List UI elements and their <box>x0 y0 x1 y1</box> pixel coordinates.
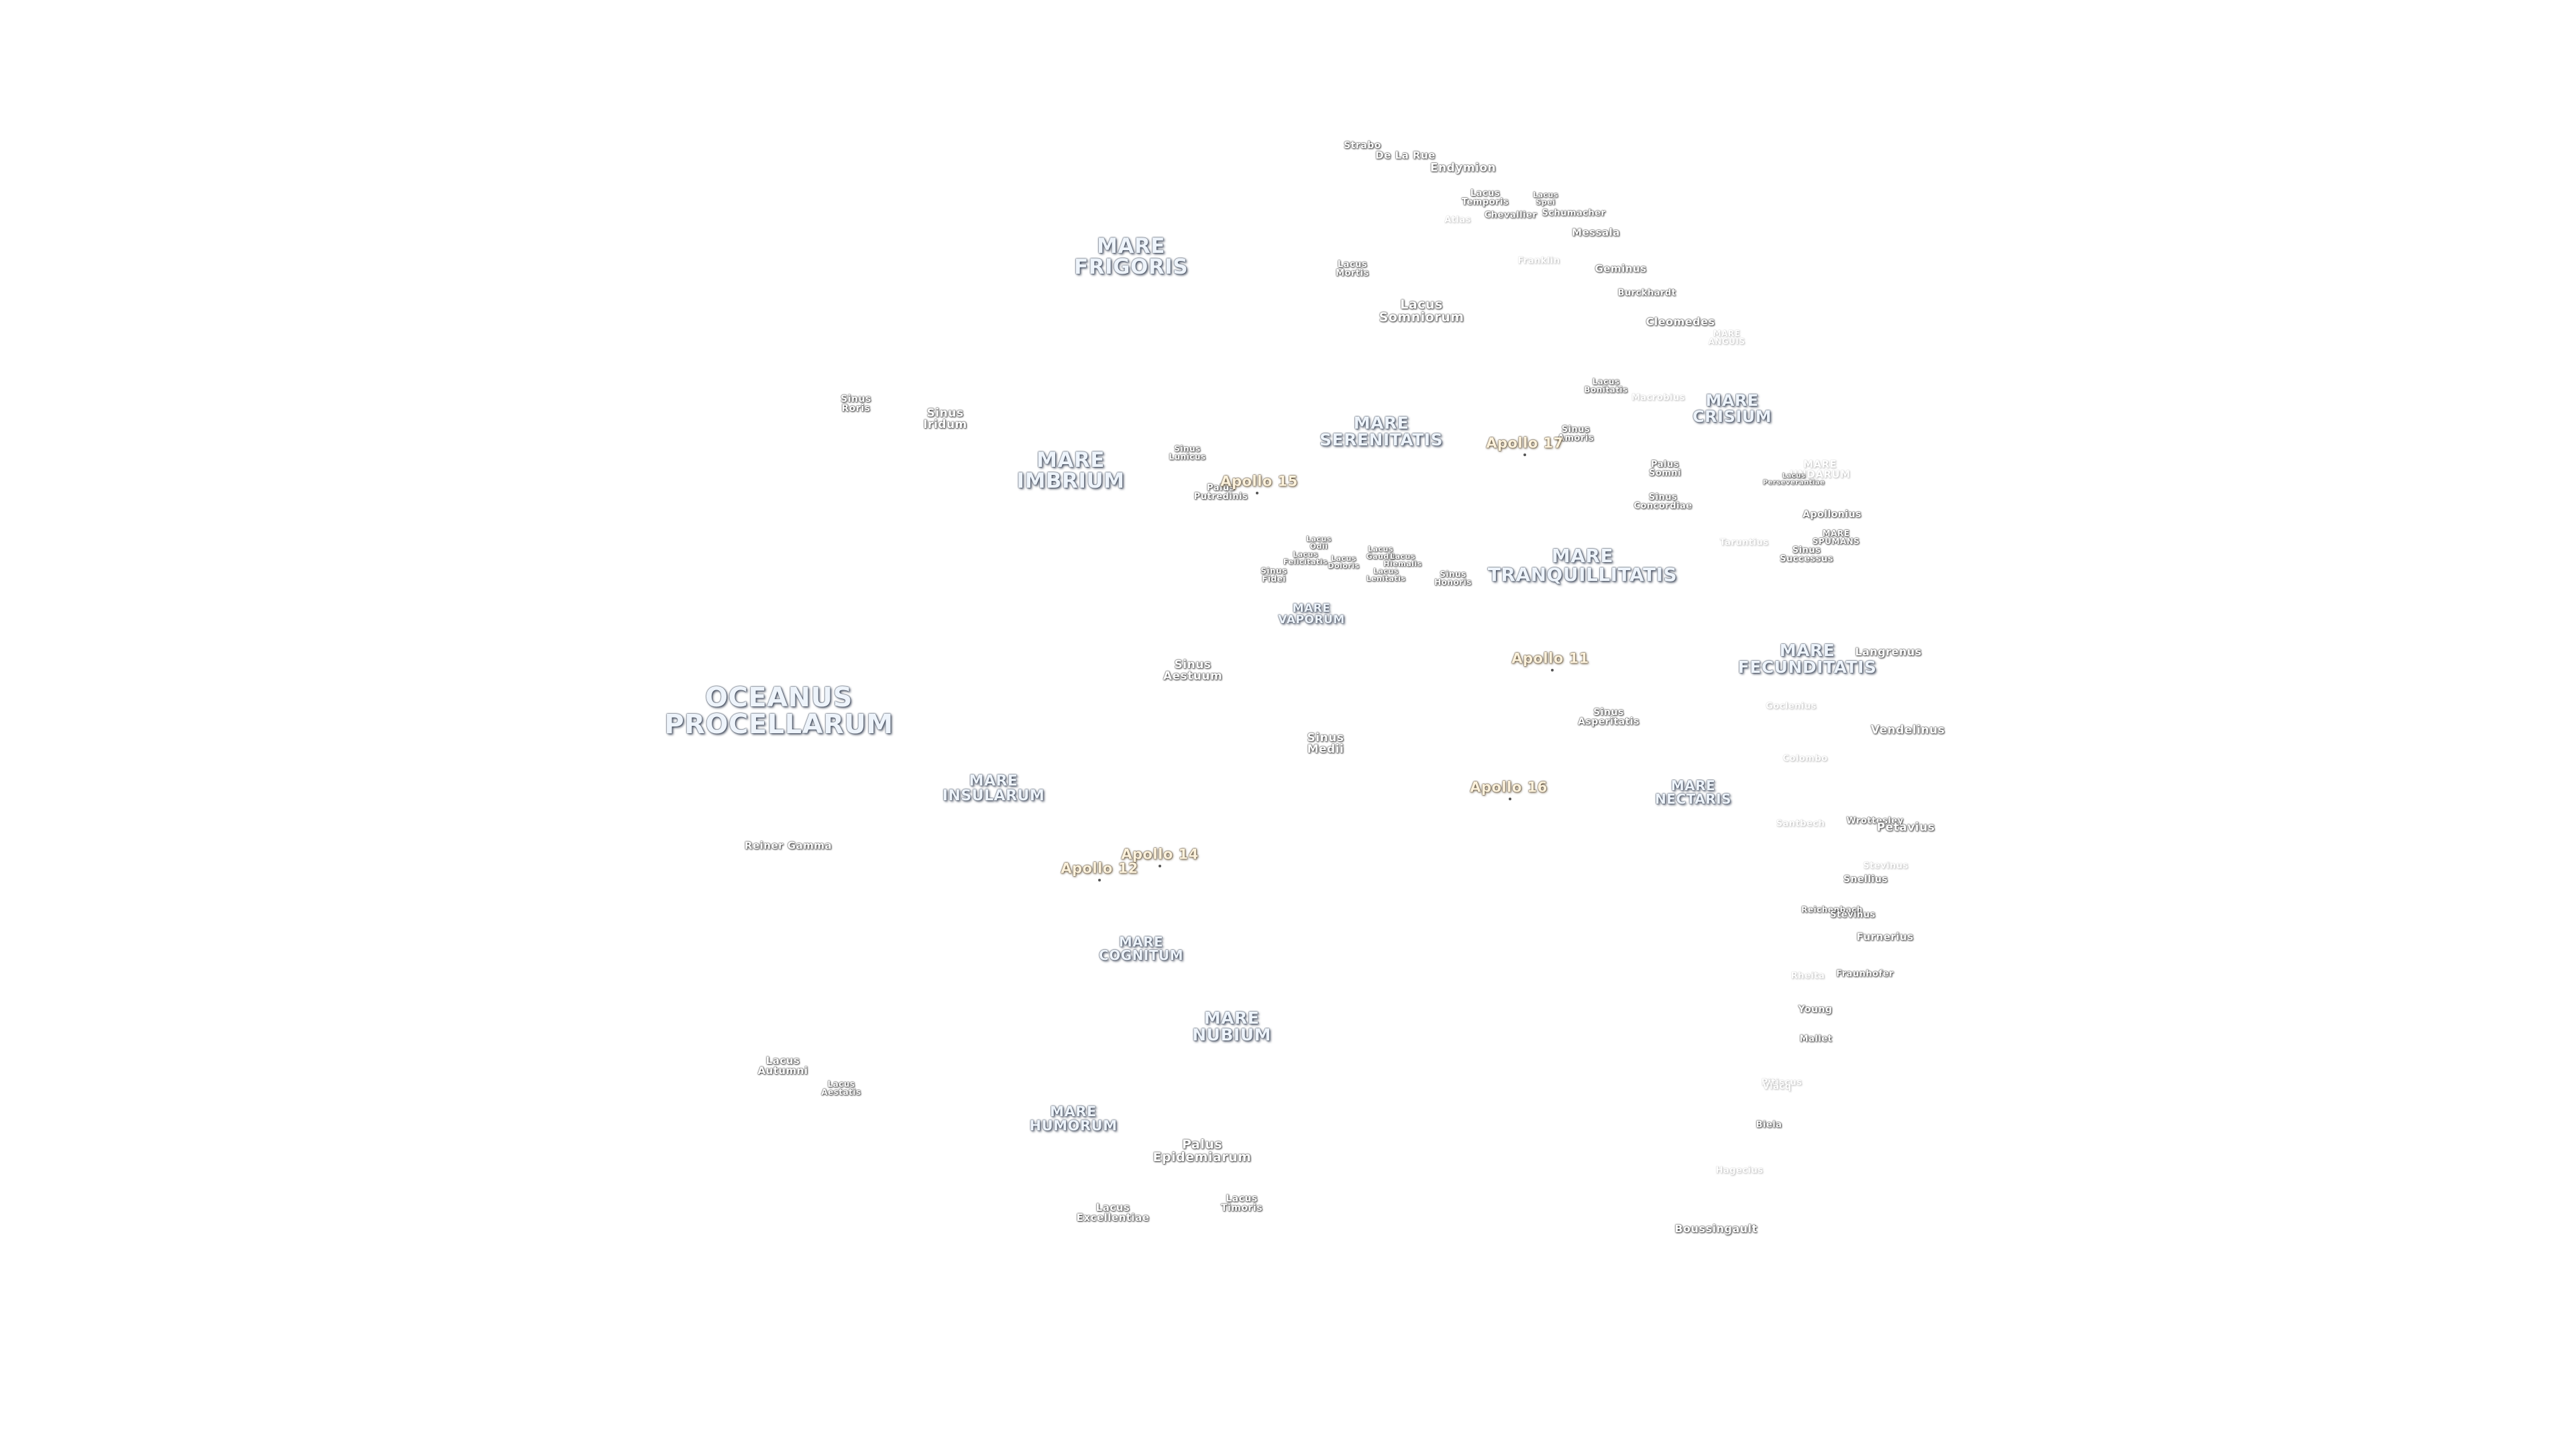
label-sinus-fidei: Sinus Fidei <box>1260 566 1287 584</box>
label-santbech: Santbech <box>1776 818 1825 829</box>
label-stevinus-2: Stevinus <box>1830 910 1876 920</box>
label-lacus-aestatis: Lacus Aestatis <box>821 1079 861 1097</box>
label-mare-serenitatis: MARE SERENITATIS <box>1319 413 1444 449</box>
label-mare-imbrium: MARE IMBRIUM <box>1016 448 1125 493</box>
label-taruntius: Taruntius <box>1719 537 1769 548</box>
apollo-14-marker[interactable] <box>1159 865 1161 867</box>
apollo-11-label[interactable]: Apollo 11 <box>1511 650 1589 667</box>
label-reiner-gamma: Reiner Gamma <box>744 839 833 852</box>
label-vlacq: Vlacq <box>1762 1081 1792 1092</box>
apollo-17-marker[interactable] <box>1523 453 1526 456</box>
label-sinus-honoris: Sinus Honoris <box>1434 570 1472 587</box>
label-young: Young <box>1798 1004 1833 1015</box>
label-rheita: Rheita <box>1790 971 1825 981</box>
label-sinus-concordiae: Sinus Concordiae <box>1633 492 1693 511</box>
label-mare-vaporum: MARE VAPORUM <box>1278 602 1345 627</box>
label-boussingault: Boussingault <box>1674 1222 1758 1235</box>
label-palus-epidemiarum: Palus Epidemiarum <box>1152 1137 1252 1165</box>
label-sinus-amoris: Sinus Amoris <box>1557 425 1595 443</box>
apollo-12-marker[interactable] <box>1098 879 1101 881</box>
label-pitiscus: Pitiscus <box>1761 1077 1803 1088</box>
label-mare-cognitum: MARE COGNITUM <box>1098 934 1184 963</box>
label-geminus: Geminus <box>1595 262 1647 275</box>
apollo-17-label[interactable]: Apollo 17 <box>1486 435 1564 451</box>
label-lacus-temporis: Lacus Temporis <box>1461 189 1509 207</box>
apollo-14-label[interactable]: Apollo 14 <box>1121 846 1199 863</box>
label-goclenius: Goclenius <box>1766 701 1817 712</box>
label-biela: Biela <box>1756 1120 1782 1130</box>
label-mare-anguis: MARE ANGUIS <box>1708 329 1746 346</box>
label-mare-undarum: MARE UNDARUM <box>1789 458 1851 480</box>
label-messala: Messala <box>1572 226 1620 239</box>
label-endymion: Endymion <box>1430 161 1497 175</box>
label-palus-somni: Palus Somni <box>1648 460 1682 478</box>
label-palus-putredinis: Palus Putredinis <box>1193 483 1248 502</box>
label-lacus-perseverantiae: Lacus Perseverantiae <box>1762 472 1825 486</box>
label-lacus-autumni: Lacus Autumni <box>757 1055 808 1077</box>
label-burckhardt: Burckhardt <box>1617 288 1676 299</box>
label-de-la-rue: De La Rue <box>1375 149 1436 162</box>
label-lacus-hiemalis: Lacus Hiemalis <box>1383 552 1422 568</box>
label-mare-nubium: MARE NUBIUM <box>1192 1008 1271 1044</box>
label-sinus-iridum: Sinus Iridum <box>923 407 967 431</box>
label-chevallier: Chevallier <box>1484 210 1538 221</box>
apollo-11-marker[interactable] <box>1551 669 1554 672</box>
label-sinus-lunicus: Sinus Lunicus <box>1169 444 1206 462</box>
label-furnerius: Furnerius <box>1856 930 1914 943</box>
label-lacus-lenitatis: Lacus Lenitatis <box>1366 567 1406 583</box>
label-lacus-somniorum: Lacus Somniorum <box>1379 297 1464 325</box>
label-lacus-spei: Lacus Spei <box>1533 191 1558 207</box>
label-lacus-timoris: Lacus Timoris <box>1220 1193 1263 1214</box>
label-cleomedes: Cleomedes <box>1646 315 1715 328</box>
label-mallet: Mallet <box>1799 1034 1833 1044</box>
label-vendelinus: Vendelinus <box>1870 723 1945 737</box>
label-mare-fecunditatis: MARE FECUNDITATIS <box>1737 641 1877 677</box>
apollo-15-label[interactable]: Apollo 15 <box>1220 473 1298 490</box>
apollo-15-marker[interactable] <box>1256 492 1258 494</box>
label-reichenbach: Reichenbach <box>1801 905 1863 914</box>
label-lacus-bonitatis: Lacus Bonitatis <box>1584 377 1628 394</box>
label-hagecius: Hagecius <box>1715 1165 1764 1176</box>
label-lacus-odii: Lacus Odii <box>1306 535 1332 551</box>
label-mare-tranquillitatis: MARE TRANQUILLITATIS <box>1487 545 1678 586</box>
label-sinus-successus: Sinus Successus <box>1780 545 1833 564</box>
label-lacus-excellentiae: Lacus Excellentiae <box>1076 1201 1150 1224</box>
label-lacus-mortis: Lacus Mortis <box>1336 260 1369 278</box>
label-mare-humorum: MARE HUMORUM <box>1029 1104 1118 1134</box>
label-mare-nectaris: MARE NECTARIS <box>1655 777 1731 807</box>
label-sinus-roris: Sinus Roris <box>841 394 871 414</box>
label-lacus-gaudii: Lacus Gaudii <box>1366 545 1395 561</box>
label-schumacher: Schumacher <box>1542 208 1606 219</box>
label-apollonius: Apollonius <box>1803 509 1862 520</box>
label-langrenus: Langrenus <box>1855 645 1922 658</box>
label-colombo: Colombo <box>1782 753 1828 764</box>
label-stevinus: Stevinus <box>1863 861 1909 871</box>
label-sinus-medii: Sinus Medii <box>1307 731 1344 756</box>
apollo-12-label[interactable]: Apollo 12 <box>1061 860 1138 877</box>
label-mare-crisium: MARE CRISIUM <box>1692 391 1772 426</box>
label-fraunhofer: Fraunhofer <box>1836 969 1894 979</box>
label-wrottesley: Wrottesley <box>1846 816 1904 826</box>
label-petavius: Petavius <box>1876 820 1935 835</box>
label-mare-frigoris: MARE FRIGORIS <box>1073 234 1189 279</box>
label-macrobius: Macrobius <box>1631 392 1686 403</box>
label-strabo: Strabo <box>1344 140 1381 151</box>
label-sinus-aestuum: Sinus Aestuum <box>1163 658 1223 683</box>
label-snellius: Snellius <box>1843 874 1888 885</box>
label-lacus-doloris: Lacus Doloris <box>1328 554 1360 570</box>
label-atlas: Atlas <box>1444 215 1471 225</box>
label-franklin: Franklin <box>1517 256 1560 266</box>
label-lacus-felicitatis: Lacus Felicitatis <box>1283 550 1328 566</box>
apollo-16-marker[interactable] <box>1509 798 1511 800</box>
label-mare-spumans: MARE SPUMANS <box>1812 529 1860 546</box>
label-sinus-asperitatis: Sinus Asperitatis <box>1578 707 1640 727</box>
apollo-16-label[interactable]: Apollo 16 <box>1470 779 1548 796</box>
label-oceanus-procellarum: OCEANUS PROCELLARUM <box>664 682 894 740</box>
label-mare-insularum: MARE INSULARUM <box>942 773 1045 804</box>
